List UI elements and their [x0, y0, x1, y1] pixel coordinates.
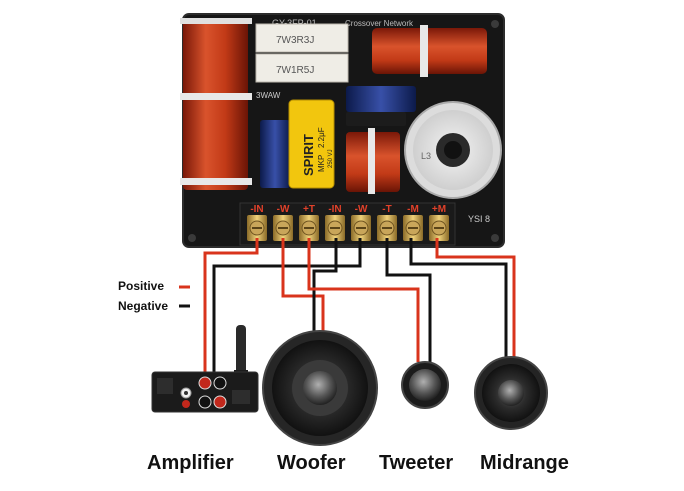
wire-amp-positive	[203, 238, 259, 380]
terminal-label: +M	[432, 204, 446, 215]
board-subtitle: Crossover Network	[345, 19, 414, 28]
wire-woofer-positive	[281, 238, 325, 338]
terminal-label: -W	[277, 204, 290, 215]
terminal-label: -W	[355, 204, 368, 215]
legend	[179, 285, 190, 308]
terminal-label: -T	[382, 204, 391, 215]
film-capacitor: SPIRIT MKP 2.2μF 250 VJ	[288, 99, 335, 189]
terminal-label: +T	[303, 204, 315, 215]
wire-tweeter-negative	[385, 238, 432, 362]
terminal-label: -M	[407, 204, 419, 215]
terminal-label: -IN	[328, 204, 341, 215]
svg-text:L3: L3	[421, 151, 431, 161]
amplifier	[151, 325, 259, 413]
power-label: 3WAW	[256, 91, 281, 100]
wiring	[203, 238, 516, 380]
resistor-top: 7W3R3J	[255, 23, 349, 53]
terminal-label: -IN	[250, 204, 263, 215]
speaker-terminal-negative	[213, 376, 227, 390]
antenna	[234, 325, 248, 378]
wire-midrange-negative	[409, 238, 508, 360]
wire-woofer-negative	[312, 238, 338, 338]
woofer-dust-cap	[303, 371, 337, 405]
mount-hole	[491, 234, 499, 242]
midrange-dust-cap	[498, 380, 524, 406]
svg-text:MKP: MKP	[317, 155, 326, 172]
wire-tweeter-positive	[307, 238, 420, 362]
legend-positive-label: Positive	[118, 279, 165, 293]
tweeter-speaker	[401, 361, 449, 409]
blue-capacitor-right	[346, 86, 416, 112]
crossover-board: GY-3FP-01 Crossover Network YSI 8 7W3R3J…	[180, 13, 505, 248]
legend-negative-label: Negative	[118, 299, 169, 313]
board-title: GY-3FP-01	[272, 18, 317, 28]
svg-text:250 VJ: 250 VJ	[328, 149, 334, 168]
woofer-caption: Woofer	[277, 452, 346, 474]
mount-hole	[491, 20, 499, 28]
tweeter-dome	[409, 369, 441, 401]
svg-text:SPIRIT: SPIRIT	[301, 134, 316, 176]
svg-text:7W1R5J: 7W1R5J	[276, 65, 314, 76]
blue-capacitor-left	[260, 120, 290, 188]
mount-hole	[188, 234, 196, 242]
board-code: YSI 8	[468, 214, 490, 224]
tweeter-caption: Tweeter	[379, 452, 454, 474]
terminal-block: -IN -W +T -IN -W -T -M +M	[239, 202, 456, 246]
svg-text:2.2μF: 2.2μF	[317, 127, 326, 148]
wire-midrange-positive	[435, 238, 516, 360]
woofer-speaker	[262, 330, 378, 446]
resistor-bottom: 7W1R5J	[255, 53, 349, 83]
upper-inductor	[372, 25, 487, 77]
rca-jack	[182, 400, 190, 408]
small-inductor	[346, 128, 400, 194]
midrange-speaker	[474, 356, 548, 430]
amplifier-caption: Amplifier	[147, 452, 234, 474]
midrange-caption: Midrange	[480, 452, 569, 474]
speaker-terminal-positive	[198, 376, 212, 390]
air-core-inductor: L3	[404, 101, 502, 199]
wire-amp-negative	[212, 238, 362, 380]
large-inductor	[180, 18, 252, 190]
svg-text:7W3R3J: 7W3R3J	[276, 35, 314, 46]
small-capacitor	[346, 112, 406, 126]
